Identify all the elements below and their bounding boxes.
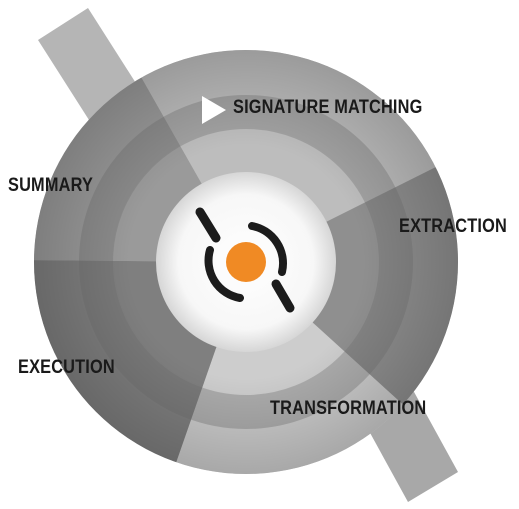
label-summary: SUMMARY [8,175,94,196]
label-extraction: EXTRACTION [399,216,507,237]
label-execution: EXECUTION [18,357,115,378]
orange-dot-logo-icon [195,207,295,313]
play-triangle-icon [202,96,226,124]
label-signature-matching: SIGNATURE MATCHING [233,97,423,118]
label-transformation: TRANSFORMATION [270,398,427,419]
